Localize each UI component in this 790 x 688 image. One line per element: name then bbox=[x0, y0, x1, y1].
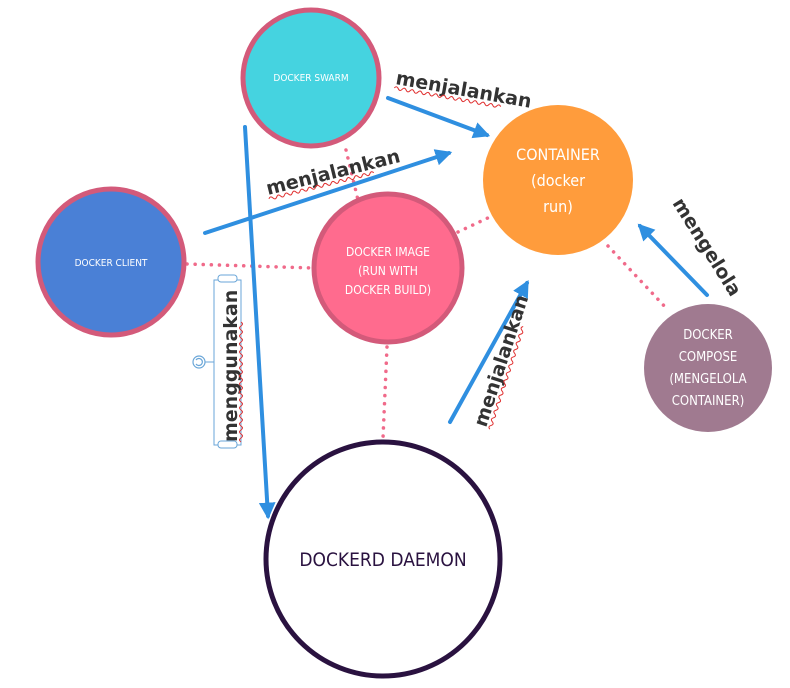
label-swarm-container: menjalankan bbox=[394, 67, 533, 113]
arrow-swarm-container bbox=[386, 96, 491, 139]
connector-image-container bbox=[456, 214, 494, 234]
docker-swarm-circle bbox=[240, 7, 382, 149]
dockerd-daemon-label: DOCKERD DAEMON bbox=[299, 549, 466, 571]
container-circle bbox=[483, 105, 633, 255]
node-docker-image: DOCKER IMAGE (RUN WITH DOCKER BUILD) bbox=[311, 191, 465, 345]
arrow-daemon-container bbox=[448, 280, 529, 424]
docker-compose-label-line-3: (MENGELOLA bbox=[669, 372, 746, 387]
docker-image-circle bbox=[311, 191, 465, 345]
docker-image-label-line-3: DOCKER BUILD) bbox=[345, 283, 431, 297]
label-daemon-container: menjalankan bbox=[470, 292, 533, 429]
dockerd-daemon-circle bbox=[263, 439, 503, 679]
docker-compose-circle bbox=[644, 304, 772, 432]
spellcheck-underline bbox=[268, 171, 375, 200]
connector-client-image bbox=[185, 262, 315, 270]
spellcheck-underline bbox=[393, 86, 502, 108]
label-compose-container: mengelola bbox=[668, 194, 746, 300]
dotted-connectors bbox=[185, 148, 670, 440]
arrow-swarm-daemon bbox=[243, 125, 276, 520]
rotate-handle-icon[interactable] bbox=[192, 355, 214, 369]
node-docker-swarm: DOCKER SWARM bbox=[240, 7, 382, 149]
connector-container-compose bbox=[606, 244, 670, 312]
docker-compose-label-line-4: CONTAINER) bbox=[672, 394, 745, 409]
docker-client-circle bbox=[35, 186, 187, 338]
textbox-handle-bottom[interactable] bbox=[217, 440, 238, 449]
container-label-line-2: (docker bbox=[531, 171, 585, 190]
connector-swarm-image bbox=[344, 148, 360, 202]
docker-client-label: DOCKER CLIENT bbox=[75, 258, 148, 269]
container-label-line-3: run) bbox=[543, 197, 573, 216]
node-dockerd-daemon: DOCKERD DAEMON bbox=[263, 439, 503, 679]
docker-image-label-line-1: DOCKER IMAGE bbox=[346, 245, 430, 259]
docker-swarm-label: DOCKER SWARM bbox=[273, 73, 348, 84]
container-label-line-1: CONTAINER bbox=[516, 145, 600, 164]
textbox-handle-top[interactable] bbox=[217, 274, 238, 283]
docker-compose-label-line-2: COMPOSE bbox=[679, 350, 738, 365]
spellcheck-underline bbox=[239, 321, 243, 443]
arrow-compose-container bbox=[637, 223, 709, 297]
arrows bbox=[203, 96, 709, 520]
docker-image-label-line-2: (RUN WITH bbox=[358, 264, 418, 278]
connector-image-daemon bbox=[381, 345, 389, 440]
node-docker-client: DOCKER CLIENT bbox=[35, 186, 187, 338]
spellcheck-underline bbox=[488, 326, 524, 430]
menggunakan-textbox[interactable]: menggunakan bbox=[213, 274, 243, 449]
docker-compose-label-line-1: DOCKER bbox=[683, 328, 733, 343]
label-client-daemon: menggunakan bbox=[220, 290, 242, 442]
arrow-client-container bbox=[203, 149, 453, 235]
node-container: CONTAINER (docker run) bbox=[483, 105, 633, 255]
node-docker-compose: DOCKER COMPOSE (MENGELOLA CONTAINER) bbox=[644, 304, 772, 432]
